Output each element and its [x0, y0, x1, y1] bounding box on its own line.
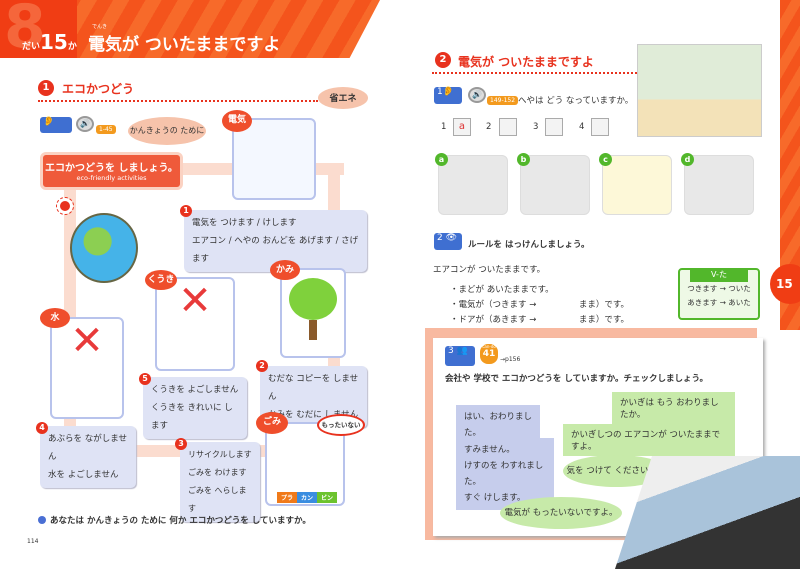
- eco-activities-box: エコかつどうを しましょう。 eco-friendly activities: [40, 152, 183, 190]
- rule-line: あきます → あいた: [687, 298, 751, 307]
- section-2-number: 2: [435, 52, 451, 68]
- rule-bullet: ・ドアが（あきます → まま）です。: [450, 315, 629, 325]
- answer-label: 4: [579, 122, 585, 132]
- rule-bullet: ・電気が（つきます → まま）です。: [450, 300, 629, 310]
- divider: [432, 72, 637, 74]
- activity-number: 5: [139, 373, 151, 385]
- listen-speak-icon: 👂: [40, 117, 72, 133]
- eco-subtitle: eco-friendly activities: [76, 174, 147, 182]
- recycle-label: プラ: [277, 492, 298, 503]
- lesson-number: だい15か: [22, 30, 77, 54]
- activity-box-3: リサイクルしますごみを わけますごみを へらします: [180, 442, 260, 522]
- dialogue-bubble: かいぎは もう おわりましたか。: [612, 392, 735, 424]
- task2-prompt: ルールを はっけんしましょう。: [468, 240, 590, 250]
- tag-electricity: 電気: [222, 110, 252, 132]
- lesson-tab: 15: [770, 264, 800, 304]
- tag-air: くうき: [145, 270, 177, 290]
- electricity-room-illustration: [232, 118, 316, 200]
- mottainai-bubble: もったいない: [317, 414, 365, 436]
- answer-box[interactable]: [499, 118, 517, 136]
- listen-icon: 1👂: [434, 87, 462, 104]
- rule-line: つきます → ついた: [687, 284, 751, 293]
- room-picture-c: [602, 155, 672, 215]
- tree-paper-illustration: [280, 268, 346, 358]
- divider: [38, 100, 318, 102]
- audio-track: 149-152: [487, 96, 519, 105]
- section-1-number: 1: [38, 80, 54, 96]
- activity-line: くうきを よごしません: [151, 385, 239, 395]
- rule-example: エアコンが ついたままです。: [433, 265, 546, 275]
- answer-label: 3: [533, 122, 539, 132]
- question-text: あなたは かんきょうの ために 何か エコかつどうを していますか。: [50, 516, 311, 526]
- answer-box[interactable]: a: [453, 118, 471, 136]
- picture-letter: c: [599, 153, 612, 166]
- tag-paper: かみ: [270, 260, 300, 280]
- energy-saving-badge: 省エネ: [318, 87, 368, 109]
- dialogue-bubble: 電気が もったいないですよ。: [500, 497, 622, 529]
- activity-line: エアコン / へやの おんどを あげます / さげます: [192, 236, 359, 264]
- rule-bullet: ・まどが あいたままです。: [450, 285, 554, 295]
- roleplay-icon: 3 👥: [445, 346, 475, 366]
- side-stripe: [780, 0, 800, 330]
- activity-number: 3: [175, 438, 187, 450]
- activity-number: 1: [180, 205, 192, 217]
- factory-pollution-illustration: ✕: [155, 277, 235, 371]
- speech-bubble: かんきょうの ために: [128, 117, 206, 145]
- activity-line: 電気を つけます / けします: [192, 218, 297, 228]
- meeting-room-illustration: [637, 44, 762, 137]
- activity-line: ごみを へらします: [188, 486, 247, 513]
- page-number: 114: [27, 538, 39, 545]
- activity-line: むだな コピーを しません: [268, 374, 359, 402]
- activity-line: ごみを わけます: [188, 468, 247, 477]
- page-title: 電気が ついたままですよ: [88, 35, 281, 55]
- activity-number: 4: [36, 422, 48, 434]
- recycle-label: カン: [297, 492, 318, 503]
- activity-line: かみを むだに しません: [268, 410, 359, 420]
- audio-speaker-icon[interactable]: 🔊: [76, 116, 94, 132]
- audio-speaker-icon[interactable]: 🔊: [468, 87, 486, 103]
- activity-number: 2: [256, 360, 268, 372]
- bullet-icon: [38, 516, 46, 524]
- unit-block: [0, 0, 77, 58]
- recycling-illustration: プラ カン ビン: [265, 422, 345, 506]
- answer-box[interactable]: [545, 118, 563, 136]
- sun-icon: [56, 197, 74, 215]
- dialogue-bubble: かいぎしつの エアコンが ついたままですよ。: [563, 424, 735, 456]
- water-pollution-illustration: ✕: [50, 317, 124, 419]
- activity-box-5: くうきを よごしませんくうきを きれいに します: [143, 377, 247, 439]
- activity-line: あぶらを ながしません: [48, 434, 127, 462]
- task3-prompt: 会社や 学校で エコかつどうを していますか。チェックしましょう。: [445, 374, 708, 384]
- title-ruby: でんき: [92, 24, 108, 30]
- section-1-title: エコかつどう: [62, 82, 135, 96]
- picture-letter: b: [517, 153, 530, 166]
- activity-line: 水を よごしません: [48, 470, 119, 480]
- activity-line: リサイクルします: [188, 450, 252, 459]
- unit-number: 8: [4, 0, 46, 62]
- answer-box[interactable]: [591, 118, 609, 136]
- picture-letter: a: [435, 153, 448, 166]
- activity-line: くうきを きれいに します: [151, 403, 233, 431]
- tag-water: 水: [40, 308, 70, 328]
- rule-box: V-た つきます → ついた あきます → あいた: [678, 268, 760, 320]
- audio-track: 1-45: [96, 125, 116, 134]
- activity-box-4: あぶらを ながしません水を よごしません: [40, 426, 136, 488]
- eco-title: エコかつどうを しましょう。: [45, 163, 178, 174]
- section-2-title: 電気が ついたままですよ: [458, 55, 594, 69]
- room-picture-d: [684, 155, 754, 215]
- answer-label: 2: [486, 122, 492, 132]
- discover-eye-icon: 2 👁: [434, 233, 462, 250]
- recycle-label: ビン: [317, 492, 338, 503]
- rule-box-title: V-た: [690, 268, 748, 282]
- picture-letter: d: [681, 153, 694, 166]
- page-reference: →p156: [500, 356, 521, 363]
- room-picture-b: [520, 155, 590, 215]
- answer-label: 1: [441, 122, 447, 132]
- earth-character-illustration: [70, 213, 138, 283]
- task1-prompt: へやは どう なっていますか。: [518, 96, 634, 106]
- room-picture-a: [438, 155, 508, 215]
- tag-garbage: ごみ: [256, 412, 288, 434]
